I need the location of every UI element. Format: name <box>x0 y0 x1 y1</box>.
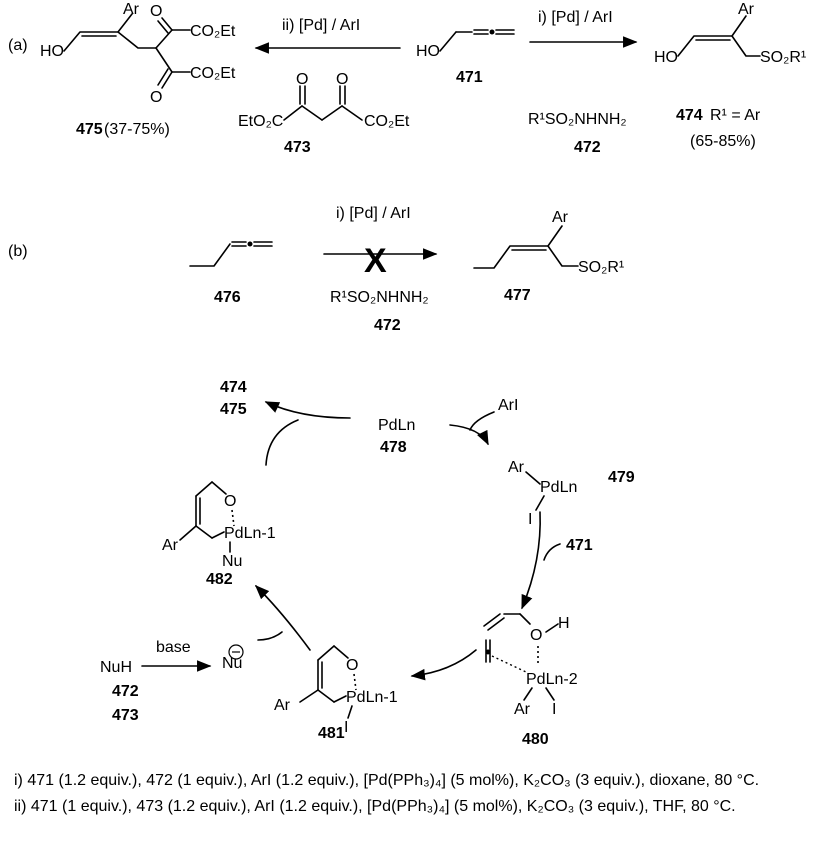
cycle-arrow-release <box>264 401 351 419</box>
atom-label: HO <box>416 43 440 60</box>
cycle-arc-top-left <box>265 419 299 466</box>
atom-label: EtO₂C <box>238 113 283 130</box>
base-label: base <box>156 639 191 656</box>
atom-label: Nu <box>222 553 242 570</box>
atom-label: Ar <box>552 209 569 226</box>
atom-label: O <box>296 71 308 88</box>
compound-475-yield: (37-75%) <box>104 121 170 138</box>
complex-479-structure: Ar PdLn I <box>508 459 577 528</box>
arrow-i-condition: i) [Pd] / ArI <box>538 9 613 26</box>
compound-474-r-group: R¹ = Ar <box>710 107 761 124</box>
negative-charge-icon <box>228 644 244 660</box>
atom-label: HO <box>40 43 64 60</box>
atom-label: PdLn <box>540 479 577 496</box>
compound-476-id: 476 <box>214 289 241 306</box>
blocked-mark: X <box>364 242 387 280</box>
atom-label: O <box>336 71 348 88</box>
atom-label: Ar <box>508 459 525 476</box>
part-b-reagent-formula: R¹SO₂NHNH₂ <box>330 289 429 306</box>
compound-477-id: 477 <box>504 287 531 304</box>
atom-label: SO₂R¹ <box>578 259 624 276</box>
compound-473-id: 473 <box>284 139 311 156</box>
atom-label: PdLn-1 <box>346 689 398 706</box>
atom-label: Ar <box>514 701 531 718</box>
cycle-arrow-oxidative-addition <box>449 424 489 446</box>
atom-label: SO₂R¹ <box>760 49 806 66</box>
atom-label: I <box>344 719 348 736</box>
atom-label: Ar <box>123 1 140 18</box>
atom-label: O <box>530 627 542 644</box>
atom-label: O <box>150 3 162 20</box>
atom-label: PdLn-1 <box>224 525 276 542</box>
compound-472-formula: R¹SO₂NHNH₂ <box>528 111 627 128</box>
atom-label: Ar <box>274 697 291 714</box>
part-a-label: (a) <box>8 37 28 54</box>
reaction-conditions: i) 471 (1.2 equiv.), 472 (1 equiv.), ArI… <box>14 768 814 820</box>
arrow-ii-condition: ii) [Pd] / ArI <box>282 17 360 34</box>
cycle-product-475-id: 475 <box>220 401 247 418</box>
atom-label: CO₂Et <box>190 23 236 40</box>
complex-480-id: 480 <box>522 731 549 748</box>
nuh-id-473: 473 <box>112 707 139 724</box>
cycle-arrow-to-481 <box>410 649 477 681</box>
atom-label: I <box>528 511 532 528</box>
compound-471-structure: HO <box>416 29 515 60</box>
conditions-ii: ii) 471 (1 equiv.), 473 (1.2 equiv.), Ar… <box>14 798 736 815</box>
cycle-arrow-carbopalladation <box>521 511 541 610</box>
conditions-i: i) 471 (1.2 equiv.), 472 (1 equiv.), ArI… <box>14 772 760 789</box>
complex-482-structure: O Ar PdLn-1 Nu <box>162 481 276 570</box>
compound-477-structure: Ar SO₂R¹ <box>473 209 624 276</box>
atom-label: O <box>346 657 358 674</box>
aryl-iodide-label: ArI <box>498 397 518 414</box>
aryl-iodide-entry <box>469 411 495 431</box>
catalyst-id: 478 <box>380 439 407 456</box>
atom-label: O <box>150 89 162 106</box>
cycle-arrow-nucleophilic-attack <box>254 584 311 651</box>
atom-label: Ar <box>162 537 179 554</box>
atom-label: HO <box>654 49 678 66</box>
allene-entry <box>543 543 561 561</box>
nuh-label: NuH <box>100 659 132 676</box>
complex-481-structure: O Ar PdLn-1 I <box>274 645 398 736</box>
part-b-reagent-id: 472 <box>374 317 401 334</box>
complex-479-id: 479 <box>608 469 635 486</box>
part-b-condition: i) [Pd] / ArI <box>336 205 411 222</box>
atom-label: O <box>224 493 236 510</box>
complex-480-structure: O H PdLn-2 Ar I <box>483 613 578 718</box>
atom-label: I <box>552 701 556 718</box>
compound-476-structure <box>189 241 273 267</box>
complex-481-id: 481 <box>318 725 345 742</box>
cycle-allene-471-id: 471 <box>566 537 593 554</box>
nuh-id-472: 472 <box>112 683 139 700</box>
compound-475-structure: HO Ar O CO₂Et O CO₂Et <box>40 1 236 106</box>
compound-475-id: 475 <box>76 121 103 138</box>
nucleophile-entry <box>257 631 283 641</box>
catalyst-formula: PdLn <box>378 417 415 434</box>
compound-471-id: 471 <box>456 69 483 86</box>
compound-474-yield: (65-85%) <box>690 133 756 150</box>
atom-label: CO₂Et <box>190 65 236 82</box>
atom-label: Ar <box>738 1 755 18</box>
atom-label: CO₂Et <box>364 113 410 130</box>
atom-label: PdLn-2 <box>526 671 578 688</box>
part-b-label: (b) <box>8 243 28 260</box>
compound-474-id: 474 <box>676 107 703 124</box>
compound-474-structure: HO Ar SO₂R¹ <box>654 1 806 66</box>
cycle-product-474-id: 474 <box>220 379 247 396</box>
compound-473-structure: EtO₂C O O CO₂Et <box>238 71 410 130</box>
atom-label: H <box>558 615 570 632</box>
compound-472-id: 472 <box>574 139 601 156</box>
complex-482-id: 482 <box>206 571 233 588</box>
